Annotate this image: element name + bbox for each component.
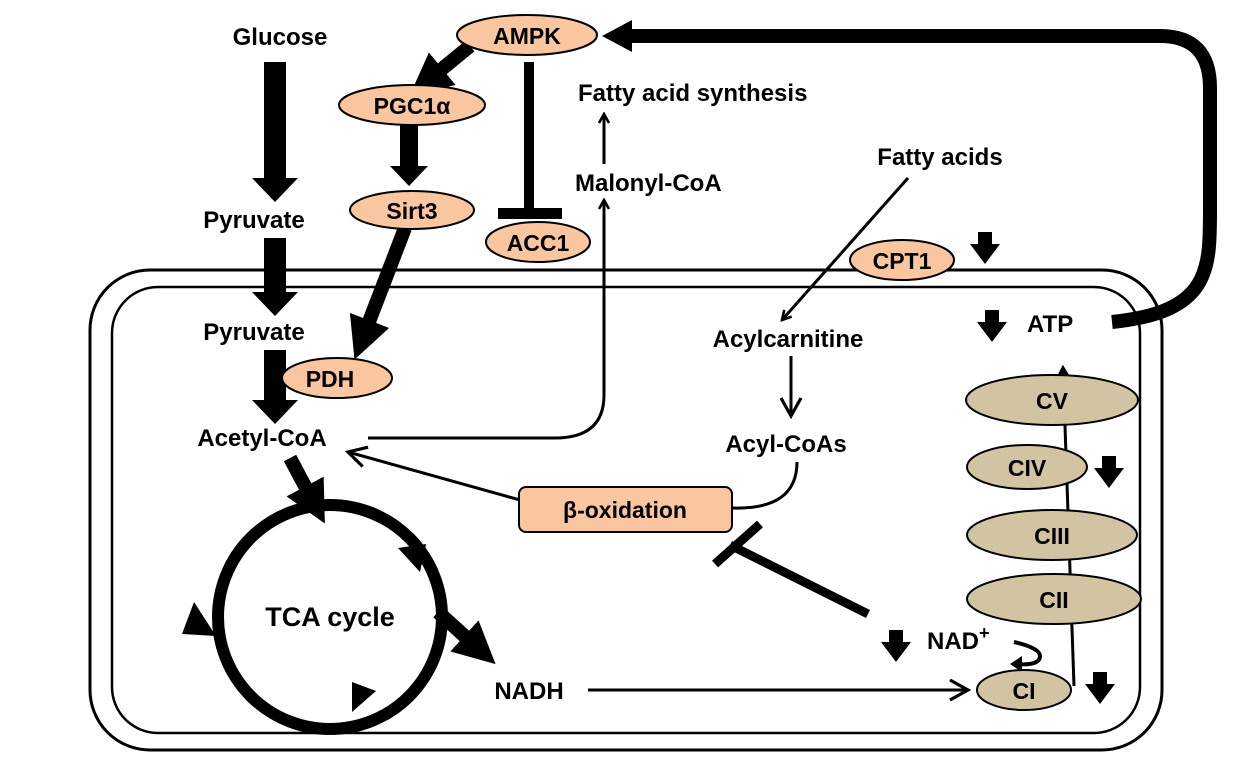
fattyacids-to-acylcarnitine-arrow bbox=[782, 177, 910, 320]
sirt3-node: Sirt3 bbox=[349, 190, 475, 230]
nad-inhibits-betaox bbox=[712, 520, 871, 619]
nad-label: NAD+ bbox=[927, 623, 990, 655]
inner-membrane bbox=[110, 285, 1142, 735]
cpt1-node: CPT1 bbox=[849, 239, 955, 281]
cpt1-label: CPT1 bbox=[873, 248, 932, 274]
outer-membrane bbox=[88, 268, 1164, 752]
nadh-label: NADH bbox=[494, 678, 563, 705]
pgc1a-node: PGC1α bbox=[338, 84, 486, 126]
ampk-label: AMPK bbox=[493, 23, 561, 49]
cii-label: CII bbox=[1039, 587, 1068, 613]
pyruvate-cytosol-label: Pyruvate bbox=[203, 207, 304, 234]
atp-to-ampk-feedback-head bbox=[602, 20, 632, 52]
pdh-node: PDH bbox=[281, 357, 393, 399]
betaox-to-acetylcoa-arrow bbox=[344, 445, 521, 502]
nad-text: NAD bbox=[927, 628, 979, 655]
ci-to-nad-arrow-head bbox=[1010, 656, 1022, 672]
down-arrow-icon bbox=[881, 630, 911, 662]
fatty-acids-label: Fatty acids bbox=[877, 144, 1002, 171]
acylcarnitine-label: Acylcarnitine bbox=[713, 326, 864, 353]
tca-arrow-head bbox=[398, 544, 426, 572]
complex-ciii: CIII bbox=[966, 509, 1138, 561]
acc1-node: ACC1 bbox=[485, 221, 591, 263]
atp-label: ATP bbox=[1027, 311, 1073, 338]
civ-label: CIV bbox=[1008, 455, 1047, 481]
complex-ci: CI bbox=[976, 669, 1072, 711]
beta-oxidation-node: β-oxidation bbox=[518, 486, 733, 533]
complex-cv: CV bbox=[965, 374, 1139, 426]
ci-to-nad-arrow bbox=[1013, 640, 1043, 667]
down-arrow-icon bbox=[1094, 456, 1124, 488]
acetylcoa-to-malonylcoa-arrow bbox=[368, 200, 604, 440]
acetylcoa-to-tca-arrow bbox=[283, 454, 325, 524]
complex-civ: CIV bbox=[966, 444, 1088, 490]
sirt3-label: Sirt3 bbox=[386, 198, 437, 224]
down-arrow-icon bbox=[970, 232, 1000, 264]
tca-to-nadh-arrow bbox=[433, 606, 496, 665]
atp-to-ampk-feedback-arrow bbox=[630, 29, 1217, 329]
ampk-inhibits-acc1 bbox=[498, 62, 562, 219]
tca-cycle-label: TCA cycle bbox=[265, 602, 395, 632]
down-arrow-icon bbox=[977, 310, 1007, 342]
sirt3-to-pdh-arrow bbox=[349, 225, 412, 360]
pyruvate-mito-label: Pyruvate bbox=[203, 319, 304, 346]
acylcoas-to-betaox-line bbox=[731, 461, 799, 510]
acetyl-coa-label: Acetyl-CoA bbox=[197, 425, 326, 452]
glucose-label: Glucose bbox=[233, 24, 328, 51]
cv-label: CV bbox=[1036, 388, 1069, 414]
ciii-label: CIII bbox=[1034, 523, 1070, 549]
glycolysis-arrows bbox=[252, 62, 298, 424]
ampk-to-pgc1a-arrow bbox=[409, 40, 475, 96]
complex-cii: CII bbox=[966, 573, 1142, 625]
malonyl-coa-label: Malonyl-CoA bbox=[575, 170, 722, 197]
beta-oxidation-label: β-oxidation bbox=[563, 497, 687, 523]
ampk-node: AMPK bbox=[456, 14, 598, 56]
pgc1a-to-sirt3-arrow bbox=[390, 124, 428, 186]
tca-arrow-head bbox=[182, 602, 216, 636]
pdh-label: PDH bbox=[306, 366, 355, 392]
nad-superscript: + bbox=[979, 623, 990, 643]
acyl-coas-label: Acyl-CoAs bbox=[725, 431, 846, 458]
fatty-acid-synthesis-label: Fatty acid synthesis bbox=[578, 80, 807, 107]
tca-arrow-head bbox=[352, 682, 376, 712]
ci-label: CI bbox=[1013, 678, 1036, 704]
down-arrow-icon bbox=[1085, 672, 1115, 704]
pgc1a-label: PGC1α bbox=[374, 93, 451, 119]
acc1-label: ACC1 bbox=[507, 230, 570, 256]
